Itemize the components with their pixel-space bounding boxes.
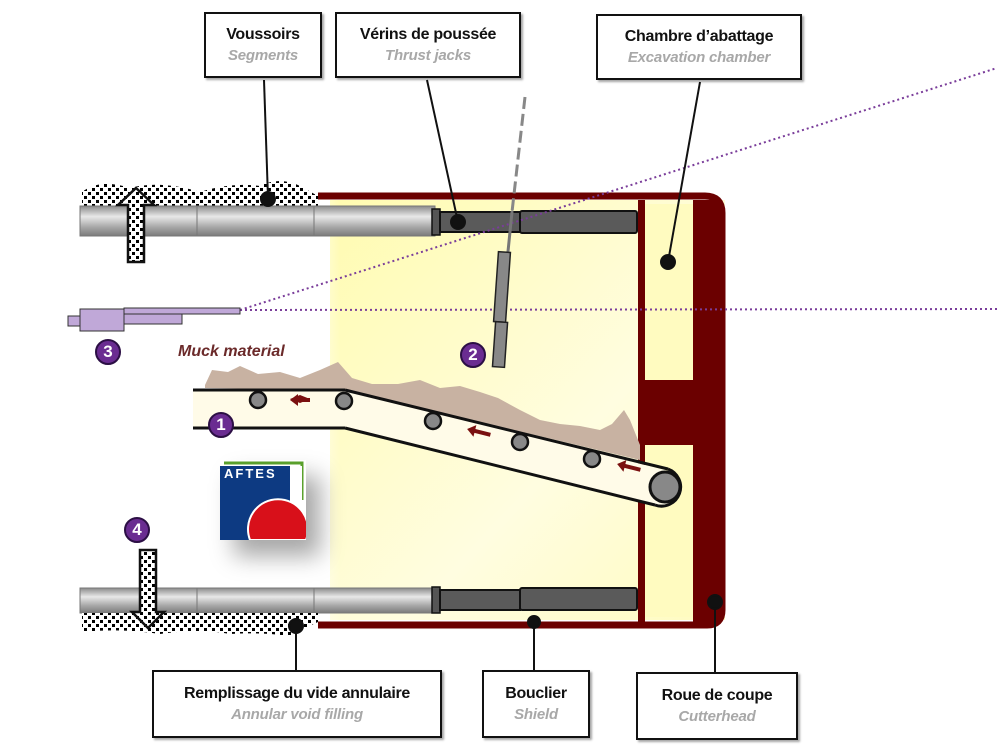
flow-arrow-icons [290,394,641,472]
muck-material-label: Muck material [178,343,285,360]
label-shield: Bouclier Shield [482,670,590,738]
thrust-jack-cylinder-upper [519,210,638,234]
label-annular-void-filling: Remplissage du vide annulaire Annular vo… [152,670,442,738]
thrust-jack-rod-lower [439,589,521,611]
badge-1: 1 [208,412,234,438]
label-cutterhead: Roue de coupe Cutterhead [636,672,798,740]
gravel-lower [82,613,318,636]
bulkhead-crossbar [638,380,698,445]
thrust-jack-cylinder-lower [519,587,638,611]
leader-lines [260,79,723,672]
label-excavation-chamber: Chambre d’abattage Excavation chamber [596,14,802,80]
laser-theodolite [67,307,241,332]
conveyor-belt [193,390,679,506]
muck-pile [205,362,640,460]
label-segments: Voussoirs Segments [204,12,322,78]
label-thrust-jacks: Vérins de poussée Thrust jacks [335,12,521,78]
badge-3: 3 [95,339,121,365]
arrow-down-icon [128,548,168,630]
gravel-upper [82,181,318,206]
laser-beam-horizontal [239,308,997,311]
shield-skin [318,192,726,629]
aftes-logo-text: AFTES [224,466,277,481]
segment-ring-lower [79,587,436,614]
badge-2: 2 [460,342,486,368]
badge-4: 4 [124,517,150,543]
conveyor-drum [648,470,682,504]
conveyor-rollers [248,390,602,469]
arrow-up-icon [114,186,158,264]
aftes-logo: AFTES [220,460,309,541]
